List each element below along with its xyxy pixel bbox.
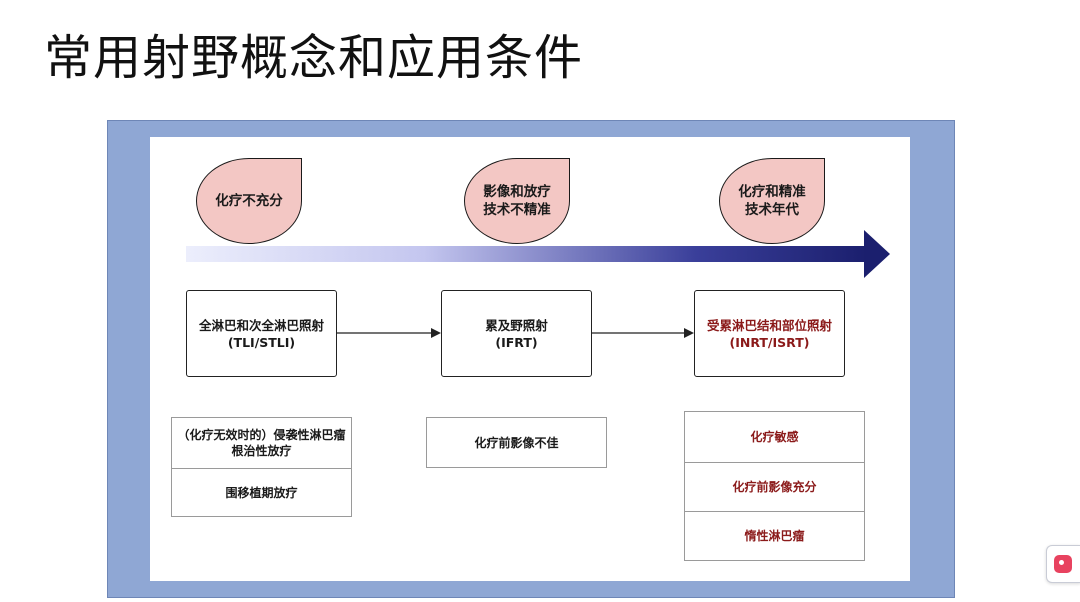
stage-leaf-1: 化疗不充分 (196, 158, 302, 244)
condition-item: 化疗敏感 (750, 430, 799, 444)
condition-group-2: 化疗前影像不佳 (426, 417, 607, 468)
connector-arrow-1 (337, 328, 441, 338)
condition-item: 惰性淋巴瘤 (685, 511, 864, 560)
condition-group-3: 化疗敏感 化疗前影像充分 惰性淋巴瘤 (684, 411, 865, 561)
field-box-tli-stli: 全淋巴和次全淋巴照射 (TLI/STLI) (186, 290, 337, 377)
condition-item: （化疗无效时的）侵袭性淋巴瘤 根治性放疗 (177, 428, 346, 458)
floating-widget-button[interactable] (1046, 545, 1080, 583)
connector-arrow-2 (592, 328, 694, 338)
app-widget-icon (1054, 555, 1072, 573)
field-box-inrt-isrt: 受累淋巴结和部位照射 (INRT/ISRT) (694, 290, 845, 377)
timeline-arrow (186, 230, 890, 278)
condition-item: 围移植期放疗 (172, 468, 351, 516)
stage-leaf-2: 影像和放疗 技术不精准 (464, 158, 570, 244)
field-box-ifrt: 累及野照射 (IFRT) (441, 290, 592, 377)
condition-group-1: （化疗无效时的）侵袭性淋巴瘤 根治性放疗 围移植期放疗 (171, 417, 352, 517)
stage-leaf-3: 化疗和精准 技术年代 (719, 158, 825, 244)
condition-item: 化疗前影像充分 (685, 462, 864, 511)
condition-item: 化疗前影像不佳 (474, 435, 559, 450)
slide-title: 常用射野概念和应用条件 (44, 30, 584, 86)
